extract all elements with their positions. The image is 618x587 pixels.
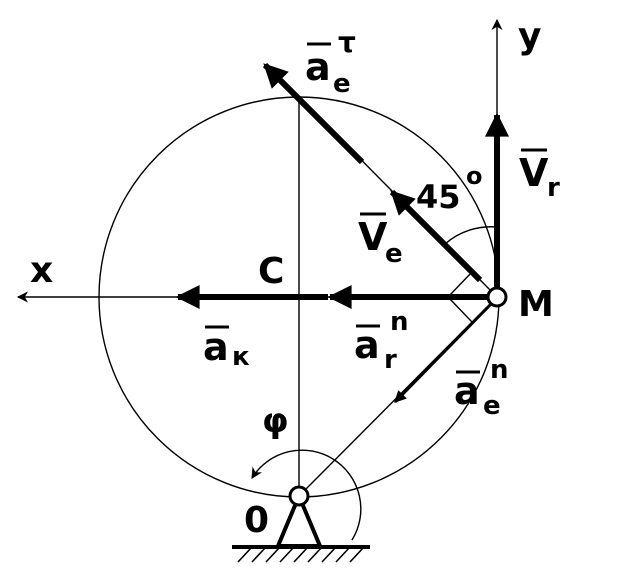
x-axis-label: x — [30, 250, 53, 291]
pivot-o — [288, 485, 310, 507]
svg-text:a: a — [354, 323, 380, 367]
svg-text:r: r — [547, 173, 560, 203]
degree-label: o — [466, 162, 483, 190]
label-a-e-tau: a e τ — [305, 26, 356, 99]
svg-text:e: e — [483, 391, 501, 421]
svg-text:a: a — [454, 369, 480, 413]
center-label: C — [258, 251, 284, 292]
label-v-r: V r — [519, 148, 560, 203]
svg-text:a: a — [305, 45, 331, 89]
label-a-r-n: a r n — [354, 307, 409, 375]
vector-a-e-n — [393, 301, 494, 404]
svg-text:V: V — [519, 151, 549, 195]
right-angle-marker-lower — [447, 296, 473, 323]
label-a-k: a к — [203, 325, 250, 372]
right-angle-marker-upper — [447, 271, 473, 298]
phi-arc — [251, 449, 362, 541]
y-axis-label: y — [518, 16, 541, 57]
origin-label: 0 — [244, 500, 269, 541]
svg-text:r: r — [384, 345, 397, 375]
angle-arc-45 — [444, 226, 498, 245]
svg-text:τ: τ — [338, 26, 356, 59]
svg-text:a: a — [203, 325, 229, 369]
svg-text:e: e — [385, 239, 403, 269]
svg-text:e: e — [333, 69, 351, 99]
phi-label: φ — [262, 401, 289, 441]
vector-v-e — [389, 189, 483, 283]
vector-a-e-tau — [262, 62, 365, 165]
svg-text:n: n — [490, 355, 509, 385]
svg-text:n: n — [390, 307, 409, 337]
label-a-e-n: a e n — [454, 355, 509, 421]
ground-hatching — [237, 546, 365, 563]
angle-label: 45 — [416, 178, 461, 216]
point-m — [486, 286, 508, 308]
svg-text:к: к — [232, 342, 250, 372]
point-m-label: M — [518, 284, 554, 325]
svg-text:V: V — [358, 215, 388, 259]
label-v-e: V e — [358, 212, 403, 269]
